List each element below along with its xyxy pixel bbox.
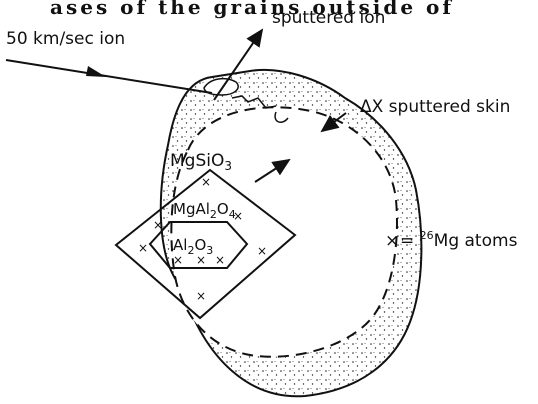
mg26-atom: × — [173, 253, 183, 267]
mgal2o4-label: MgAl2O4 — [173, 200, 236, 221]
sputtered-skin-label: ΔX sputtered skin — [360, 97, 510, 117]
legend-symbol: × — [385, 231, 399, 251]
grain-interior — [171, 107, 397, 357]
mgsio3-label: MgSiO3 — [170, 151, 232, 173]
legend-text: = 26Mg atoms — [400, 229, 518, 251]
mg26-atom: × — [196, 289, 206, 303]
mg26-atom: × — [215, 253, 225, 267]
sputtered-ion-label: sputtered ion — [272, 8, 385, 28]
mg26-atom: × — [138, 241, 148, 255]
header-fragment: ases of the grains outside of — [50, 0, 454, 19]
mg26-atom: × — [257, 244, 267, 258]
mg26-atom: × — [201, 175, 211, 189]
legend: × = 26Mg atoms — [385, 229, 518, 251]
mg26-atom: × — [196, 253, 206, 267]
incoming-ion-label: 50 km/sec ion — [6, 29, 125, 49]
incoming-ion-arrowhead — [86, 66, 106, 77]
mg26-atom: × — [153, 218, 163, 232]
incoming-ion-arrow — [6, 60, 212, 93]
